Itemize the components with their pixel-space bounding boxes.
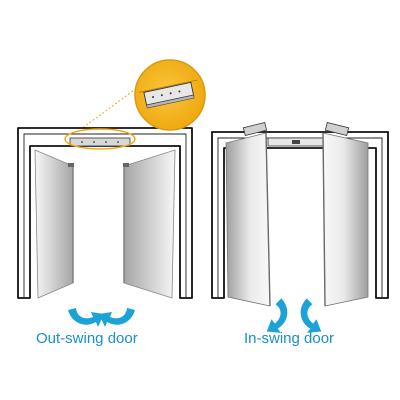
lock-screw (117, 141, 119, 143)
door-leaf-left (225, 132, 271, 307)
in-swing-door-group (211, 121, 389, 333)
lock-screw (105, 141, 107, 143)
lock-highlight-ellipse (64, 128, 136, 150)
mounting-bracket (242, 121, 268, 137)
out-swing-caption: Out-swing door (36, 330, 138, 347)
door-frame-inner-edge (23, 133, 187, 298)
in-swing-caption: In-swing door (244, 330, 335, 347)
door-leaf-right (123, 149, 176, 299)
lock-screw (81, 141, 83, 143)
curved-swing-arrow-icon (68, 308, 104, 327)
hinge-icon (123, 163, 129, 167)
mounting-bracket (324, 121, 350, 137)
door-leaf-left (34, 149, 74, 299)
door-frame (17, 127, 193, 299)
door-leaf-left-edge (265, 132, 271, 307)
curved-swing-arrow-icon (99, 308, 135, 327)
hinge-icon (68, 163, 74, 167)
door-leaf-right (322, 132, 369, 307)
curved-swing-arrow-icon (266, 298, 288, 333)
lock-screw (93, 141, 95, 143)
door-leaf-right-edge (322, 132, 326, 307)
lock-armature (292, 140, 300, 144)
magnetic-lock (69, 137, 131, 147)
curved-swing-arrow-icon (300, 298, 322, 333)
zoom-detail-icon (134, 59, 206, 131)
out-swing-door-group (17, 59, 206, 327)
door-frame (211, 131, 389, 299)
